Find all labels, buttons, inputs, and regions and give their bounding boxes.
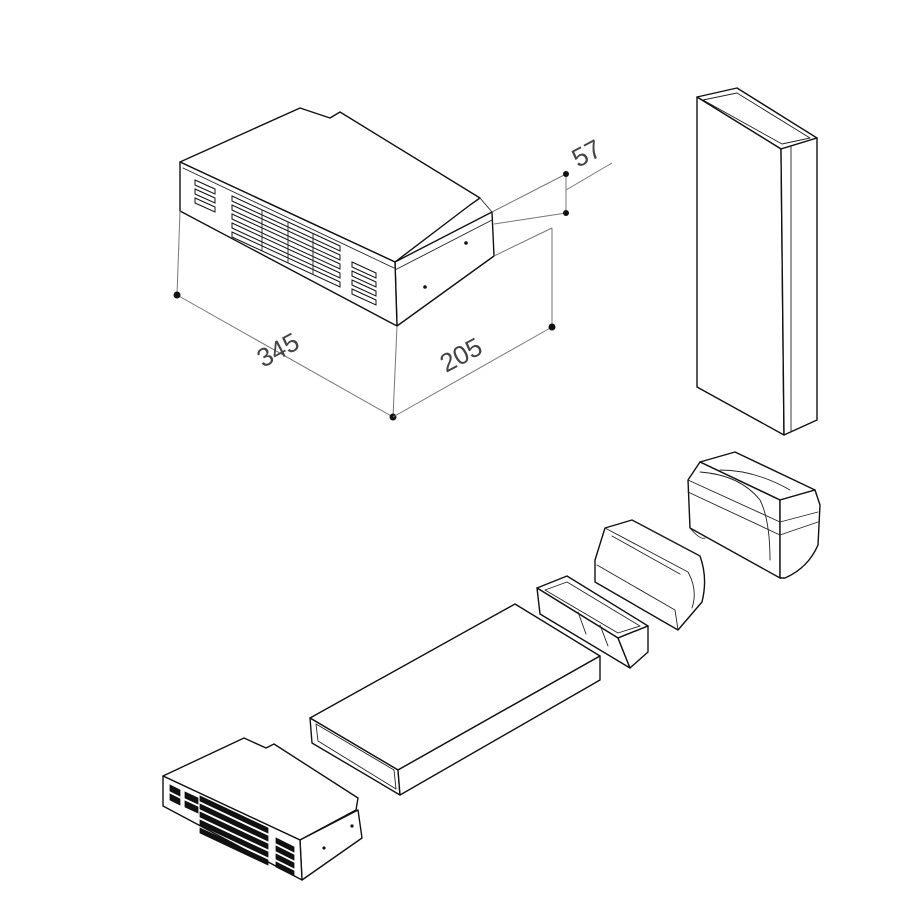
vent-box-top-face [179, 107, 481, 263]
flat-channel-duct [309, 603, 601, 796]
dimension-width-label: 345 [252, 326, 304, 373]
dimension-height-label: 57 [567, 133, 607, 173]
dimension-depth-label: 205 [435, 331, 487, 378]
dimension-height: 57 [491, 133, 613, 225]
duct-adapter [594, 519, 706, 631]
plinth-vent-box [162, 737, 363, 881]
grille-slots-top [194, 179, 377, 306]
vertical-duct-side-face [780, 137, 818, 436]
flat-duct-side-face [397, 655, 601, 796]
plinth-vent-box-dimensioned: 345 205 57 [173, 107, 613, 421]
grille-slots-bottom [169, 784, 295, 877]
duct-bend [687, 451, 821, 579]
duct-connector [536, 575, 649, 669]
vertical-duct [696, 87, 818, 436]
vertical-duct-front-face [696, 96, 785, 436]
